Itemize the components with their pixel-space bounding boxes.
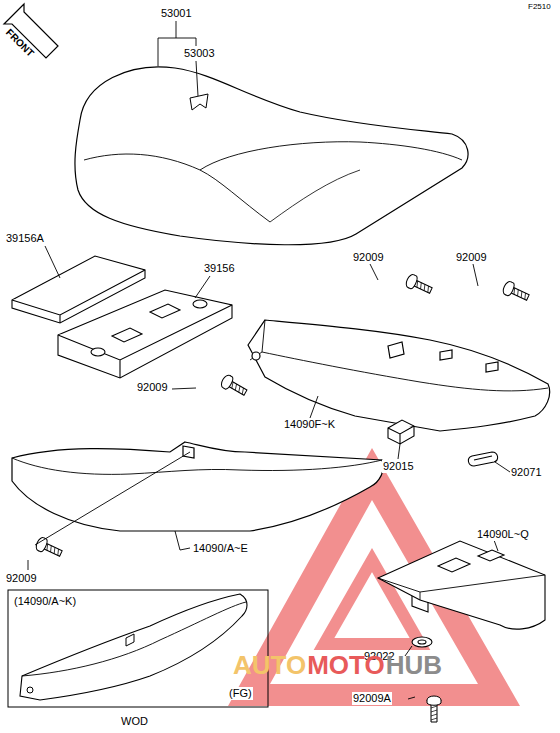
seat-pads xyxy=(12,256,232,378)
watermark: MOTO xyxy=(306,651,386,681)
variant-note: WOD xyxy=(120,715,149,728)
callout-number: 14090F~K xyxy=(283,418,336,431)
callout-number: 39156A xyxy=(5,232,45,245)
callout-number: 14090/A~E xyxy=(192,542,249,555)
left-side-cover xyxy=(12,442,383,531)
figure-number: F2510 xyxy=(527,2,552,11)
callout-number: 53001 xyxy=(160,7,193,20)
callout-number: 92009 xyxy=(5,572,38,585)
callout-number: 92009 xyxy=(455,251,488,264)
inset-box xyxy=(8,590,268,707)
callout-number: 53003 xyxy=(183,47,216,60)
variant-note: (14090/A~K) xyxy=(13,595,77,608)
callout-number: 92009 xyxy=(136,381,169,394)
callout-number: 92071 xyxy=(510,466,543,479)
callout-number: 92015 xyxy=(382,460,415,473)
leader-lines xyxy=(28,21,510,699)
right-side-cover xyxy=(248,320,550,431)
callout-number: 92009A xyxy=(352,692,392,705)
watermark: AUTO xyxy=(232,651,307,681)
seat xyxy=(75,67,468,245)
variant-note: (FG) xyxy=(228,687,253,700)
small-parts xyxy=(378,420,545,647)
direction-label: FRONT xyxy=(3,26,37,60)
callout-number: 14090L~Q xyxy=(476,528,530,541)
watermark: HUB xyxy=(385,651,443,681)
callout-number: 92009 xyxy=(352,251,385,264)
callout-number: 39156 xyxy=(203,262,236,275)
